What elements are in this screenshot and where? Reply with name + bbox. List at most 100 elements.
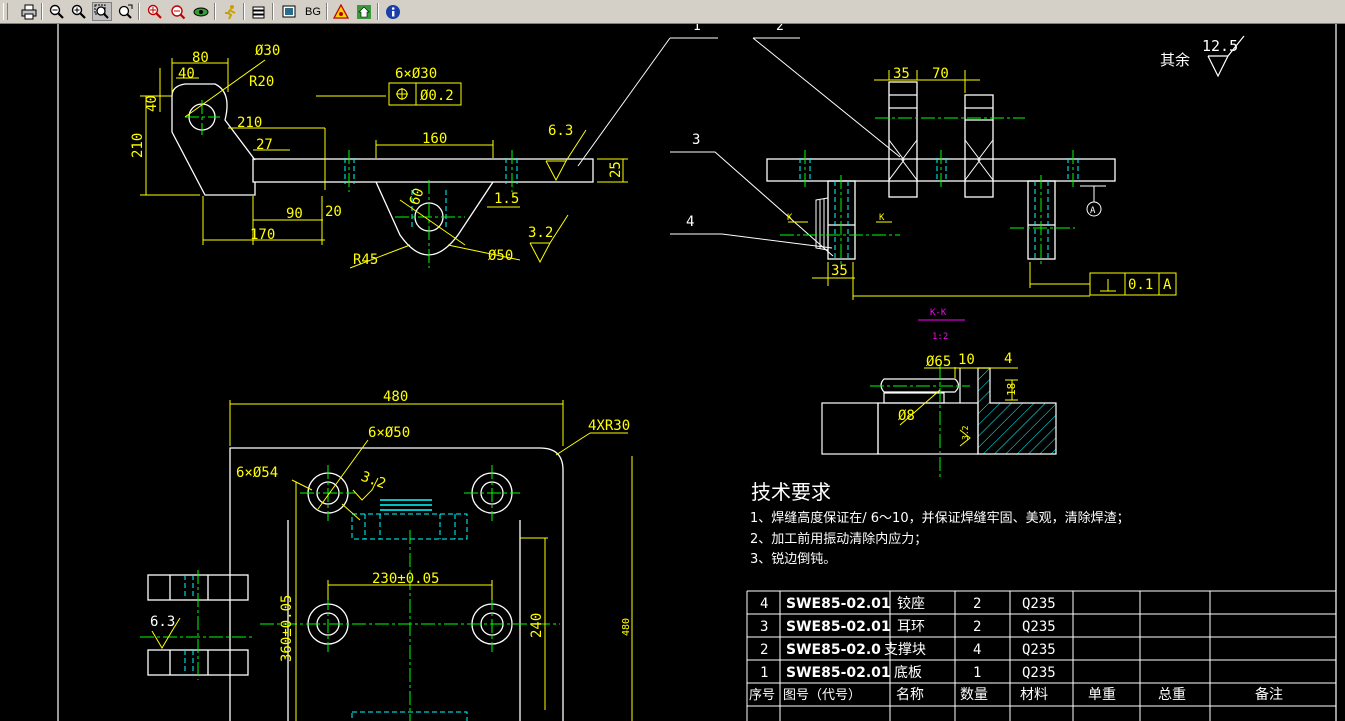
dim-r45: R45 — [353, 252, 378, 268]
dim-360: 360±0.05 — [279, 595, 295, 662]
print-button[interactable] — [19, 2, 39, 21]
section-mark-k-left: K — [787, 213, 793, 223]
bom-header-cell: 数量 — [960, 687, 988, 703]
info-button[interactable] — [383, 2, 403, 21]
bom-header-cell: 序号 — [749, 688, 775, 703]
section-mark-k-right: K — [879, 213, 885, 223]
dim-35-top: 35 — [893, 66, 910, 82]
drawing-frame — [57, 24, 1337, 721]
layers-icon — [252, 6, 265, 18]
bom-cell: SWE85-02.01 — [786, 665, 891, 681]
bg-text-icon: BG — [305, 5, 321, 18]
zoom-out-icon — [49, 4, 64, 19]
bom-cell: 2 — [760, 642, 768, 658]
dim-10: 10 — [958, 352, 975, 368]
balloon-2: 2 — [776, 24, 784, 34]
dim-60: 60 — [407, 186, 428, 207]
home-icon — [357, 4, 371, 19]
dim-80: 80 — [192, 50, 209, 66]
runner-icon — [225, 4, 236, 19]
zoom-realtime-button[interactable] — [115, 2, 135, 21]
toolbar-separator — [272, 3, 274, 20]
zoom-previous-icon — [171, 4, 186, 19]
dim-25: 25 — [608, 161, 624, 178]
dim-6x-d50: 6×Ø50 — [368, 425, 410, 441]
zoom-previous-button[interactable] — [168, 2, 188, 21]
bom-table: 4 SWE85-02.01 铰座 2 Q235 3 SWE85-02.01 耳环… — [746, 590, 1336, 721]
roughness-section: 3.2 — [961, 425, 970, 440]
toolbar-grip[interactable] — [3, 3, 8, 20]
bom-header-cell: 单重 — [1088, 687, 1116, 703]
dim-d8: Ø8 — [898, 408, 915, 424]
dim-35-bottom: 35 — [831, 263, 848, 279]
toolbar-separator — [326, 3, 328, 20]
toolbar-separator — [214, 3, 216, 20]
bom-cell: Q235 — [1022, 619, 1056, 635]
bom-cell: Q235 — [1022, 596, 1056, 612]
bom-cell: Q235 — [1022, 642, 1056, 658]
home-button[interactable] — [354, 2, 374, 21]
dim-6x-d54: 6×Ø54 — [236, 465, 278, 481]
drawing-canvas[interactable]: 1 2 3 4 其余 12.5 — [0, 24, 1345, 721]
bom-header-cell: 名称 — [896, 687, 924, 703]
dim-480-right: 480 — [621, 618, 632, 636]
zoom-extents-icon — [147, 4, 162, 19]
monitor-icon — [282, 5, 296, 17]
warning-button[interactable] — [331, 2, 351, 21]
dim-480-top: 480 — [383, 389, 408, 405]
bom-header-cell: 备注 — [1255, 686, 1283, 703]
roughness-3-2-bottom: 3.2 — [359, 469, 388, 493]
roughness-6-3: 6.3 — [548, 123, 573, 139]
toolbar: BG — [0, 0, 1345, 24]
run-button[interactable] — [220, 2, 240, 21]
section-k-k: K-K 1:2 — [821, 308, 1057, 480]
dim-240: 240 — [529, 613, 545, 638]
zoom-extents-button[interactable] — [145, 2, 165, 21]
warning-icon — [333, 3, 349, 19]
bom-cell: 1 — [760, 665, 768, 681]
roughness-6-3-side: 6.3 — [150, 614, 175, 630]
bom-cell: SWE85-02.01 — [786, 619, 891, 635]
background-button[interactable]: BG — [300, 2, 326, 21]
tol-d0-2: Ø0.2 — [420, 88, 454, 104]
roughness-general: 其余 12.5 — [1160, 35, 1245, 78]
tol-datum-a: A — [1163, 277, 1172, 293]
bom-cell: 底板 — [894, 665, 922, 681]
toolbar-separator — [377, 3, 379, 20]
dim-d65: Ø65 — [926, 354, 951, 370]
zoom-out-button[interactable] — [47, 2, 67, 21]
dim-210-vert: 210 — [130, 133, 146, 158]
dim-90: 90 — [286, 206, 303, 222]
bom-cell: 2 — [973, 619, 981, 635]
bom-cell: 耳环 — [897, 619, 925, 635]
dim-230: 230±0.05 — [372, 571, 439, 587]
bom-cell: 4 — [973, 642, 981, 658]
dim-4: 4 — [1004, 351, 1012, 367]
pan-button[interactable] — [191, 2, 211, 21]
bom-cell: Q235 — [1022, 665, 1056, 681]
bom-header-cell: 总重 — [1158, 687, 1186, 703]
dim-210: 210 — [237, 115, 262, 131]
display-button[interactable] — [279, 2, 299, 21]
bom-cell: 铰座 — [897, 596, 925, 612]
tol-0-1: 0.1 — [1128, 277, 1153, 293]
toolbar-separator — [41, 3, 43, 20]
bom-cell: 2 — [973, 596, 981, 612]
balloon-3: 3 — [692, 132, 700, 148]
printer-icon — [21, 4, 37, 19]
tech-line-1: 1、焊缝高度保证在/ 6～10，并保证焊缝牢固、美观，清除焊渣； — [750, 510, 1130, 526]
zoom-in-button[interactable] — [69, 2, 89, 21]
dim-18: 18 — [1005, 383, 1018, 396]
roughness-3-2: 3.2 — [528, 225, 553, 241]
dim-40: 40 — [178, 66, 195, 82]
dim-20: 20 — [325, 204, 342, 220]
layers-button[interactable] — [249, 2, 269, 21]
zoom-window-icon — [94, 4, 109, 19]
technical-requirements: 技术要求 1、焊缝高度保证在/ 6～10，并保证焊缝牢固、美观，清除焊渣； 2、… — [750, 480, 1130, 567]
dim-40-vert: 40 — [144, 95, 160, 112]
eye-icon — [193, 7, 209, 16]
bom-cell: 3 — [760, 619, 768, 635]
dim-160: 160 — [422, 131, 447, 147]
dim-170: 170 — [250, 227, 275, 243]
zoom-window-button[interactable] — [92, 2, 112, 21]
